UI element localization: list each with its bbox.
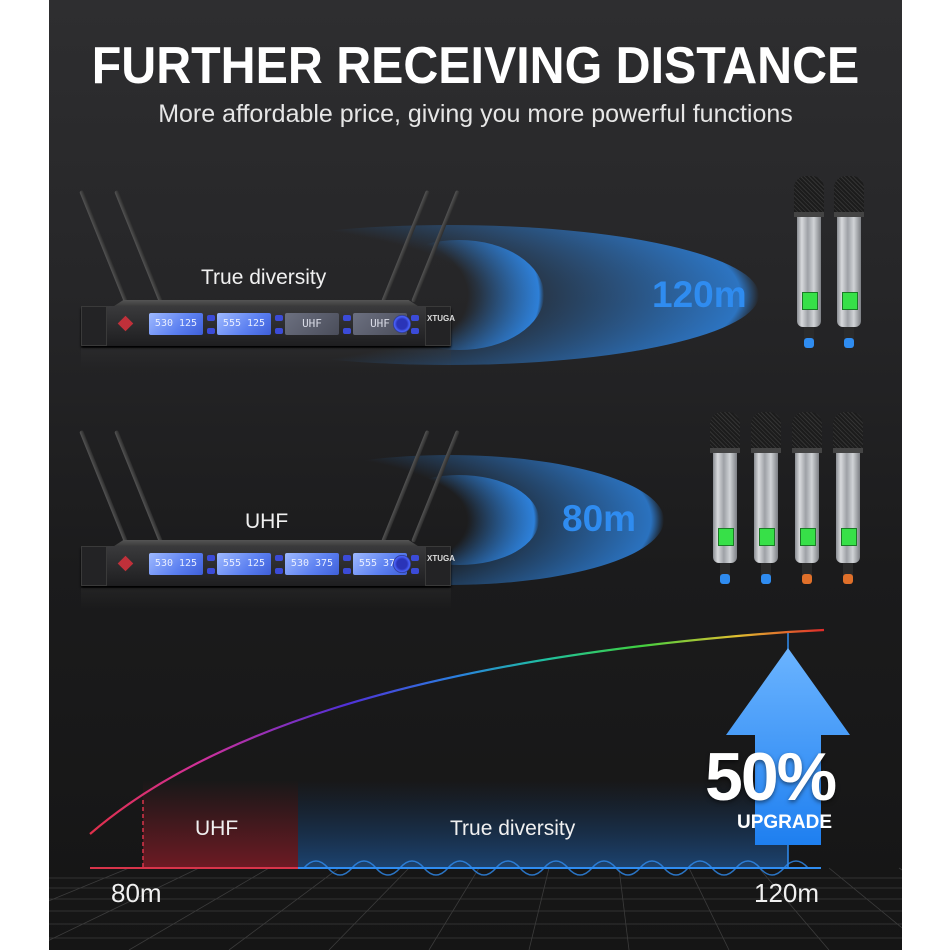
distance-value-120m: 120m (652, 274, 747, 315)
microphone-icon (833, 412, 863, 592)
volume-knob (393, 555, 411, 573)
volume-knob (393, 315, 411, 333)
distance-value-80m: 80m (562, 498, 637, 539)
row-label-uhf: UHF (245, 510, 289, 533)
receiver-true-diversity: 530 125 555 125 UHF UHF XTUGA (81, 300, 455, 368)
microphone-icon (834, 176, 864, 356)
lcd-screen: 530 125 (149, 553, 203, 575)
upgrade-percent: 50% (705, 739, 837, 815)
lcd-screen: UHF (285, 313, 339, 335)
page-subtitle: More affordable price, giving you more p… (158, 100, 793, 128)
axis-tick-80m: 80m (111, 878, 162, 908)
microphone-icon (792, 412, 822, 592)
region-label-uhf: UHF (195, 817, 239, 840)
row-label-true-diversity: True diversity (201, 266, 327, 289)
axis-tick-120m: 120m (754, 878, 820, 908)
brand-logo: XTUGA (427, 314, 455, 323)
upgrade-label: UPGRADE (737, 812, 833, 833)
region-label-true-diversity: True diversity (450, 817, 576, 840)
brand-logo: XTUGA (427, 554, 455, 563)
microphone-icon (794, 176, 824, 356)
lcd-screen: 555 125 (217, 553, 271, 575)
microphone-icon (751, 412, 781, 592)
lcd-screen: 530 125 (149, 313, 203, 335)
lcd-screen: 530 375 (285, 553, 339, 575)
microphone-icon (710, 412, 740, 592)
page-title: FURTHER RECEIVING DISTANCE (91, 37, 860, 95)
infographic-panel: FURTHER RECEIVING DISTANCE More affordab… (49, 0, 902, 950)
lcd-screen: 555 125 (217, 313, 271, 335)
receiver-uhf: 530 125 555 125 530 375 555 375 XTUGA (81, 540, 455, 608)
